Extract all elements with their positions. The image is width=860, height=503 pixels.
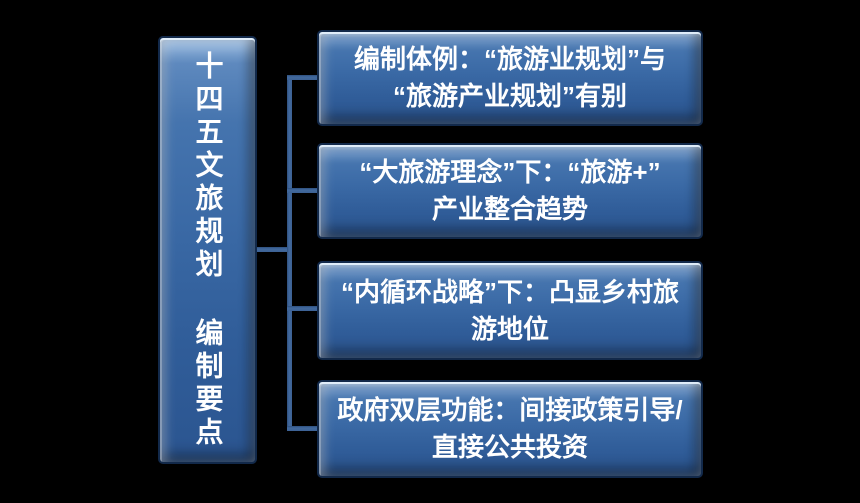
- branch-node-text-line: 政府双层功能：间接政策引导/: [337, 395, 683, 425]
- root-node: 十四五文旅规划 编制要点: [158, 36, 257, 464]
- branch-node-government-dual-function: 政府双层功能：间接政策引导/ 直接公共投资: [317, 380, 703, 478]
- branch-node-internal-circulation: “内循环战略”下：凸显乡村旅 游地位: [317, 261, 703, 360]
- branch-node-big-tourism-concept: “大旅游理念”下：“旅游+” 产业整合趋势: [317, 143, 703, 239]
- branch-node-text-line: 游地位: [470, 313, 549, 344]
- branch-node-text-line: “大旅游理念”下：“旅游+”: [359, 157, 661, 187]
- branch-node-text-line: 编制体例：“旅游业规划”与: [353, 44, 666, 74]
- branch-node-text-line: “内循环战略”下：凸显乡村旅: [340, 276, 679, 307]
- connector-vertical-spine: [287, 75, 292, 431]
- branch-node-text-line: 直接公共投资: [431, 432, 588, 462]
- branch-node-compilation-style: 编制体例：“旅游业规划”与 “旅游产业规划”有别: [317, 30, 703, 126]
- connector-branch-4: [287, 426, 320, 431]
- branch-node-text-line: 产业整合趋势: [431, 194, 588, 224]
- connector-branch-1: [287, 75, 320, 80]
- root-node-label: 十四五文旅规划 编制要点: [192, 50, 224, 450]
- connector-branch-3: [287, 306, 320, 311]
- connector-root-trunk: [254, 247, 291, 252]
- connector-branch-2: [287, 188, 320, 193]
- branch-node-text-line: “旅游产业规划”有别: [392, 81, 627, 111]
